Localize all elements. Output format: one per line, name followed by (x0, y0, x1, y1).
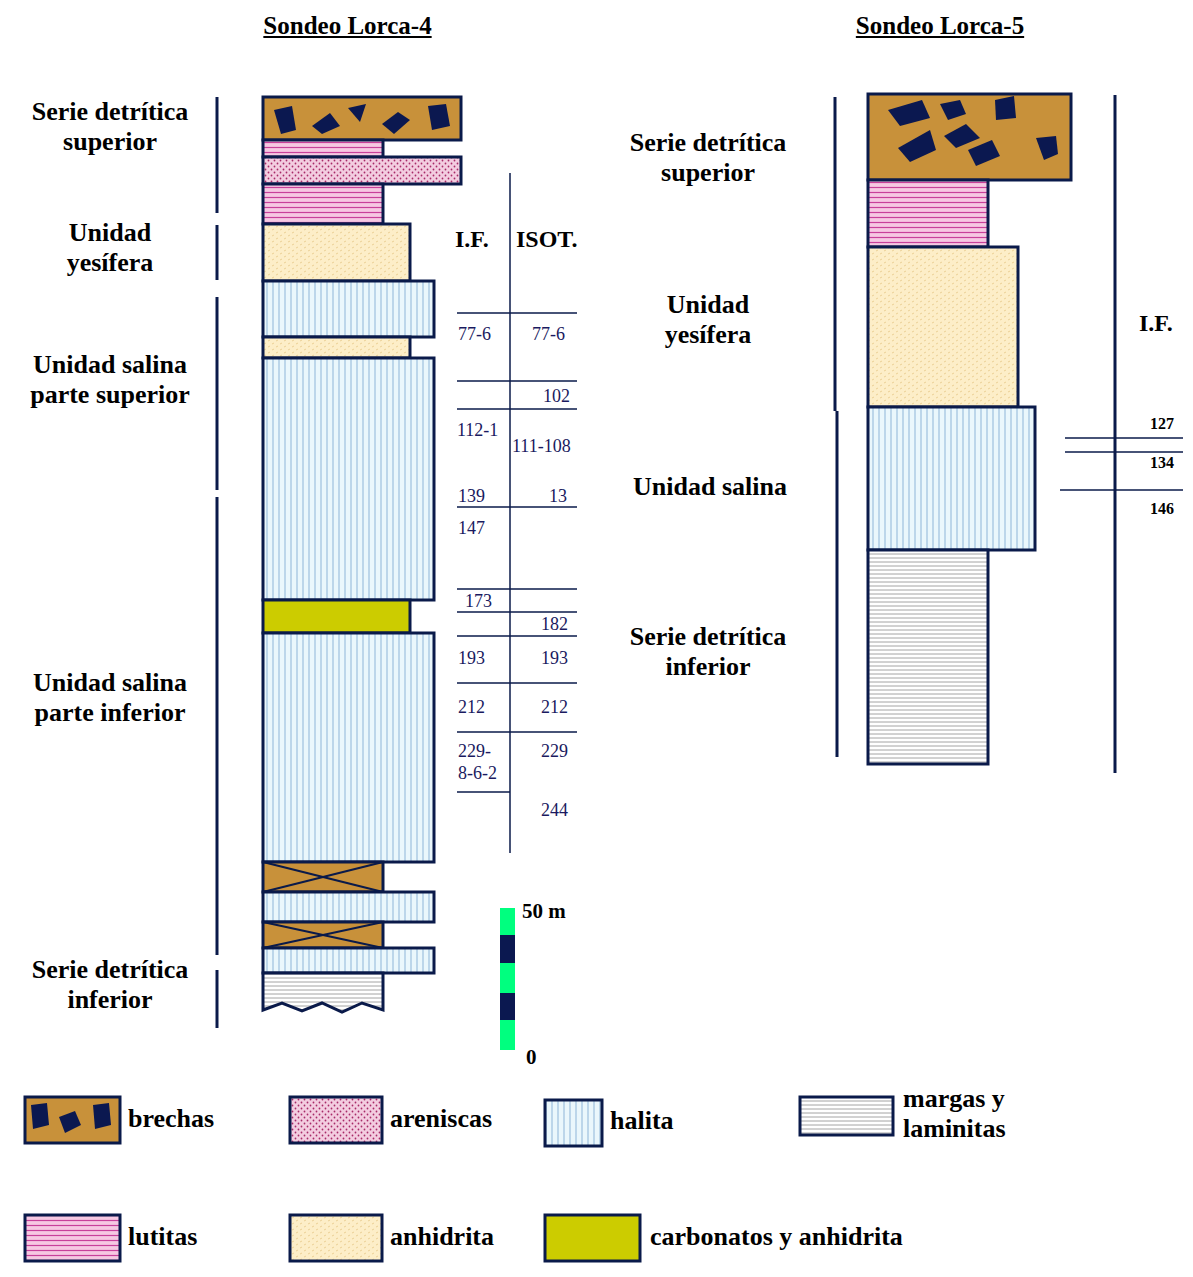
unit-label: Unidad salina parte inferior (5, 668, 215, 728)
depth-number: 77-6 (458, 324, 508, 345)
depth-number: 193 (458, 648, 508, 669)
borehole-title: Sondeo Lorca-5 (800, 12, 1080, 41)
legend-text: brechas (128, 1104, 278, 1134)
depth-number: 212 (458, 697, 508, 718)
legend-text: areniscas (390, 1104, 540, 1134)
legend-swatch (543, 1098, 604, 1148)
unit-label: Serie detrítica superior (5, 97, 215, 157)
depth-number: 193 (541, 648, 591, 669)
depth-number: 147 (458, 518, 508, 539)
legend-text: anhidrita (390, 1222, 540, 1252)
legend-text: margas y laminitas (903, 1084, 1043, 1144)
depth-number: 139 (458, 486, 508, 507)
depth-number: 212 (541, 697, 591, 718)
legend-swatch (23, 1095, 122, 1145)
unit-label: Serie detrítica superior (603, 128, 813, 188)
legend-text: carbonatos y anhidrita (650, 1222, 1050, 1252)
legend-swatch (288, 1095, 384, 1145)
depth-number: 182 (541, 614, 591, 635)
depth-number: 112-1 (457, 420, 507, 441)
depth-number: 77-6 (532, 324, 582, 345)
depth-number: 13 (549, 486, 589, 507)
depth-number: 127 (1150, 415, 1190, 433)
depth-number: 102 (543, 386, 593, 407)
unit-label: Unidad salina (600, 472, 820, 502)
legend-swatch (798, 1095, 895, 1137)
unit-label: Unidad salina parte superior (5, 350, 215, 410)
unit-label: ISOT. (516, 226, 601, 254)
depth-number: 146 (1150, 500, 1190, 518)
legend-swatch (288, 1213, 384, 1263)
depth-number: 244 (541, 800, 591, 821)
unit-label: I.F. (1139, 310, 1191, 338)
unit-label: Unidad yesífera (633, 290, 783, 350)
depth-number: 229- 8-6-2 (458, 741, 503, 784)
legend-swatch (543, 1213, 642, 1263)
borehole-title: Sondeo Lorca-4 (205, 12, 490, 41)
unit-label: I.F. (455, 226, 507, 254)
legend-swatch (23, 1213, 122, 1263)
unit-label: 0 (526, 1045, 556, 1069)
unit-label: Serie detrítica inferior (603, 622, 813, 682)
unit-label: Serie detrítica inferior (5, 955, 215, 1015)
depth-number: 229 (541, 741, 591, 762)
depth-number: 173 (465, 591, 509, 612)
legend-text: lutitas (128, 1222, 278, 1252)
unit-label: Unidad yesífera (35, 218, 185, 278)
legend-text: halita (610, 1106, 760, 1136)
depth-number: 134 (1150, 454, 1190, 472)
depth-number: 111-108 (512, 436, 582, 457)
unit-label: 50 m (522, 899, 602, 923)
